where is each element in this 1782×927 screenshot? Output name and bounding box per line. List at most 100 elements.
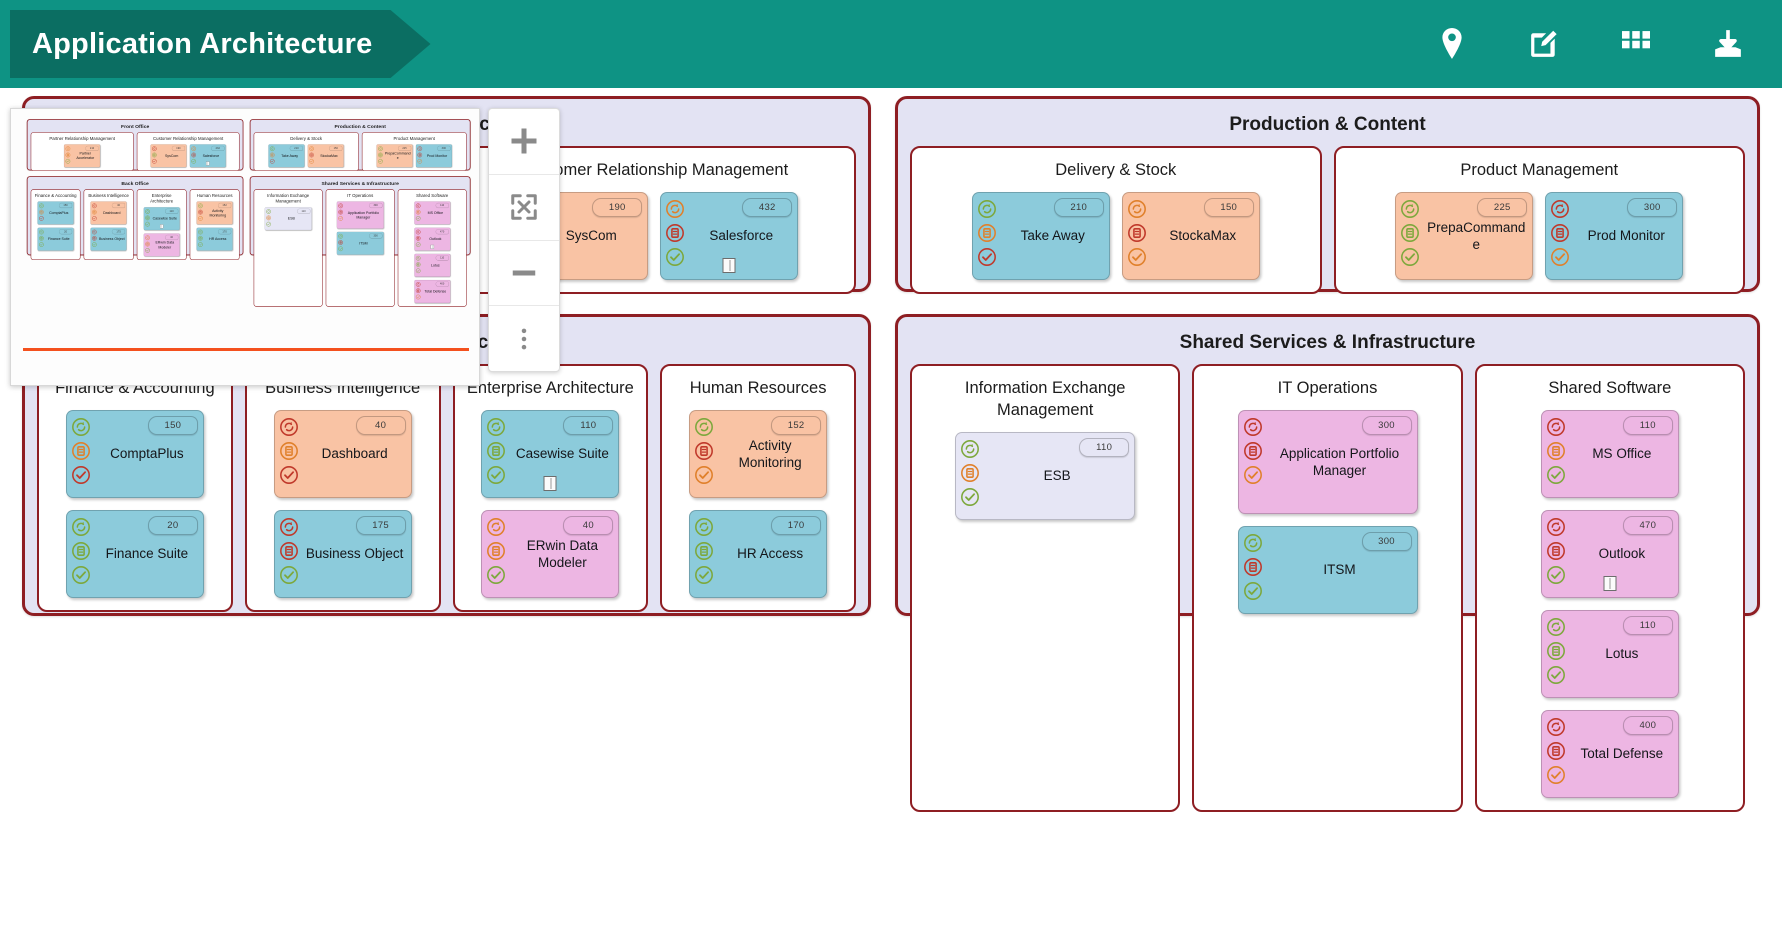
- application-metric-badge: 190: [592, 197, 643, 217]
- minimap-application-status-icons: [415, 255, 421, 274]
- grid-apps-icon[interactable]: [1616, 24, 1656, 64]
- lifecycle-icon: [70, 516, 92, 538]
- minimap-viewport-indicator[interactable]: [23, 348, 469, 351]
- minimap-application-status-icons: [145, 209, 151, 227]
- application-metric-badge: 110: [1079, 437, 1130, 457]
- application-metric-badge: 470: [1622, 515, 1673, 535]
- minimap-application-icon: [191, 152, 197, 158]
- application-metric-badge: 300: [1361, 415, 1412, 435]
- application-status-icons: [664, 198, 686, 268]
- more-options-button[interactable]: [489, 306, 559, 371]
- minimap-application-icon: [39, 209, 45, 215]
- minimap-application-status-icons: [39, 203, 45, 221]
- application-name: Prod Monitor: [1587, 228, 1665, 244]
- minimap-application-status-icons: [378, 146, 384, 164]
- minimap-application-status-icons: [309, 146, 315, 164]
- location-pin-icon[interactable]: [1432, 24, 1472, 64]
- minimap-application-metric-badge: 110: [165, 208, 179, 214]
- zoom-out-button[interactable]: [489, 241, 559, 307]
- lifecycle-icon: [1549, 198, 1571, 220]
- minimap-application-status-icons: [198, 229, 204, 247]
- lifecycle-icon: [1242, 532, 1264, 554]
- application-status-icons: [1545, 716, 1567, 786]
- application-icon: [976, 222, 998, 244]
- minimap-lifecycle-icon: [415, 229, 421, 235]
- lifecycle-icon: [693, 516, 715, 538]
- lifecycle-icon: [693, 416, 715, 438]
- minimap-check-circle-icon: [65, 158, 71, 164]
- minimap-check-circle-icon: [92, 215, 98, 221]
- minimap-application-name: Salesforce: [202, 153, 220, 158]
- check-circle-icon: [1242, 580, 1264, 602]
- application-icon: [1399, 222, 1421, 244]
- application-name: PrepaCommande: [1427, 219, 1526, 252]
- minimap-lifecycle-icon: [145, 209, 151, 215]
- minimap-capability-title: Human Resources: [196, 193, 233, 198]
- application-icon: [959, 462, 981, 484]
- application-status-icons: [70, 516, 92, 586]
- lifecycle-icon: [70, 416, 92, 438]
- minimap-application-name: Outlook: [429, 237, 442, 241]
- application-status-icons: [278, 516, 300, 586]
- lifecycle-icon: [1545, 616, 1567, 638]
- minimap-application-status-icons: [266, 209, 272, 227]
- minimap-application-status-icons: [269, 146, 275, 164]
- zoom-in-button[interactable]: [489, 109, 559, 175]
- application-status-icons: [1242, 532, 1264, 602]
- fit-to-screen-button[interactable]: [489, 175, 559, 241]
- minimap-lifecycle-icon: [151, 146, 157, 152]
- minimap-application-metric-badge: 300: [369, 233, 383, 239]
- edit-icon[interactable]: [1524, 24, 1564, 64]
- check-circle-icon: [1126, 246, 1148, 268]
- download-icon[interactable]: [1708, 24, 1748, 64]
- capability-title: IT Operations: [1277, 379, 1378, 397]
- application-icon: [70, 540, 92, 562]
- minimap-application-metric-badge: 170: [218, 229, 232, 235]
- minimap-lifecycle-icon: [417, 146, 423, 152]
